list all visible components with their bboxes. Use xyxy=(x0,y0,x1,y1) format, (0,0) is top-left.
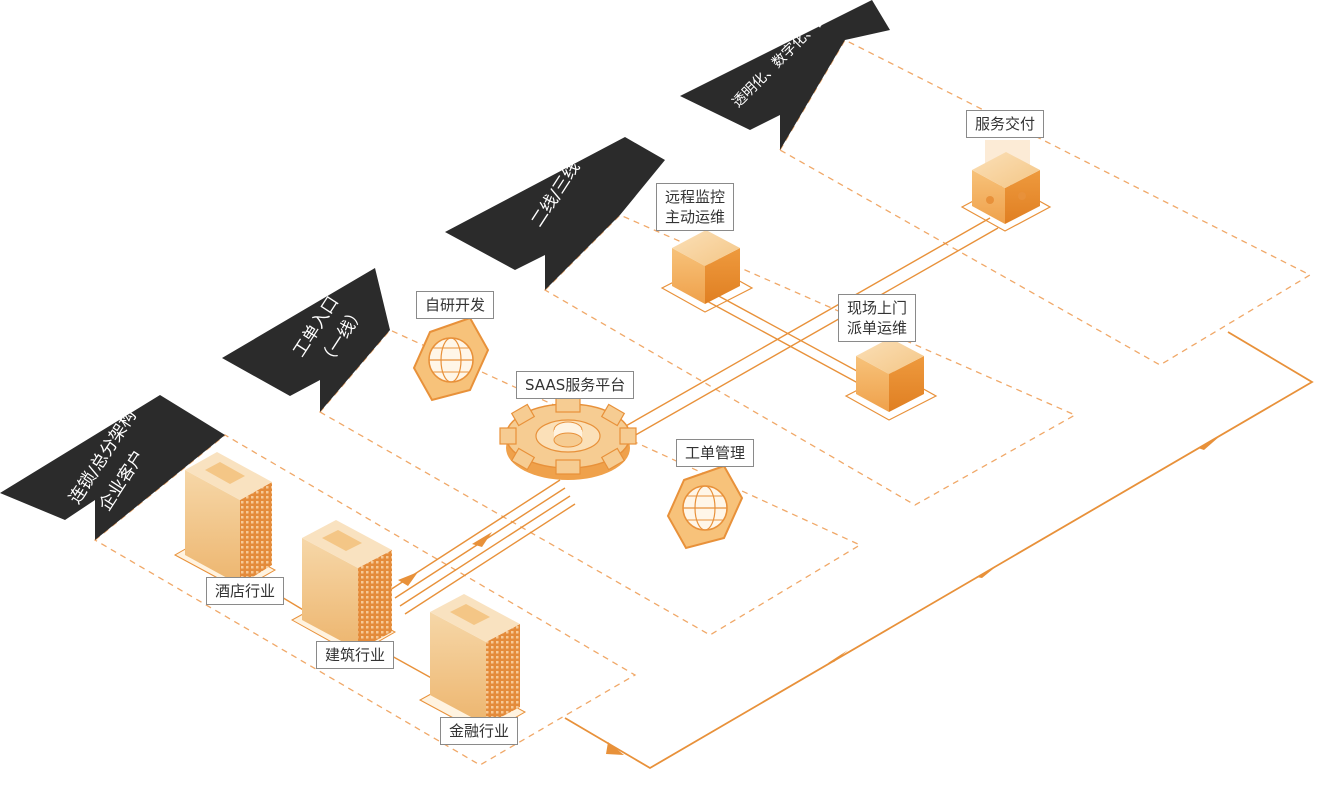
rnd-label: 自研开发 xyxy=(416,291,495,319)
feedback-loop xyxy=(564,331,1314,770)
remote-label: 远程监控 主动运维 xyxy=(656,183,735,231)
tier-banner-ticket-entry: 工单入口 （一线） xyxy=(222,268,390,412)
onsite-label-line2: 派单运维 xyxy=(847,319,908,337)
tier-plane-outlines xyxy=(93,39,1312,766)
plane-transparency xyxy=(779,39,1312,366)
delivery-label: 服务交付 xyxy=(966,110,1045,138)
flow-arrow-left xyxy=(398,572,418,586)
loop-arrow-4 xyxy=(1198,436,1220,450)
delivery-cube xyxy=(960,140,1052,232)
remote-monitoring-cube xyxy=(660,230,754,313)
construction-building xyxy=(290,520,397,656)
rnd-globe-icon xyxy=(412,316,490,402)
saas-gear-icon xyxy=(499,397,637,480)
hotel-label: 酒店行业 xyxy=(206,577,285,605)
plane-customers xyxy=(93,434,637,766)
remote-label-line1: 远程监控 xyxy=(665,188,726,206)
tier-banner-second-third: 二线/三线 xyxy=(445,137,665,290)
tier-banner-transparency: 透明化、数字化、智能化 xyxy=(680,0,890,150)
loop-arrow-2 xyxy=(828,650,848,663)
onsite-label: 现场上门 派单运维 xyxy=(838,294,917,342)
ticket-label: 工单管理 xyxy=(676,439,755,467)
finance-label: 金融行业 xyxy=(440,717,519,745)
loop-arrow-1 xyxy=(606,742,624,755)
connections xyxy=(279,217,999,681)
saas-label: SAAS服务平台 xyxy=(516,371,635,399)
hotel-building xyxy=(173,452,277,591)
loop-arrow-3 xyxy=(976,565,998,578)
onsite-service-cube xyxy=(844,338,938,421)
finance-building xyxy=(418,594,527,736)
plane-second-third xyxy=(543,214,1077,506)
flow-arrow-up xyxy=(472,532,492,547)
onsite-label-line1: 现场上门 xyxy=(847,299,908,317)
tier-banners: 连锁/总分架构 企业客户 工单入口 （一线） 二线/三线 透明化、数字化、智能化 xyxy=(0,0,890,540)
construction-label: 建筑行业 xyxy=(316,641,395,669)
remote-label-line2: 主动运维 xyxy=(665,208,726,226)
ticket-globe-icon xyxy=(666,464,744,550)
